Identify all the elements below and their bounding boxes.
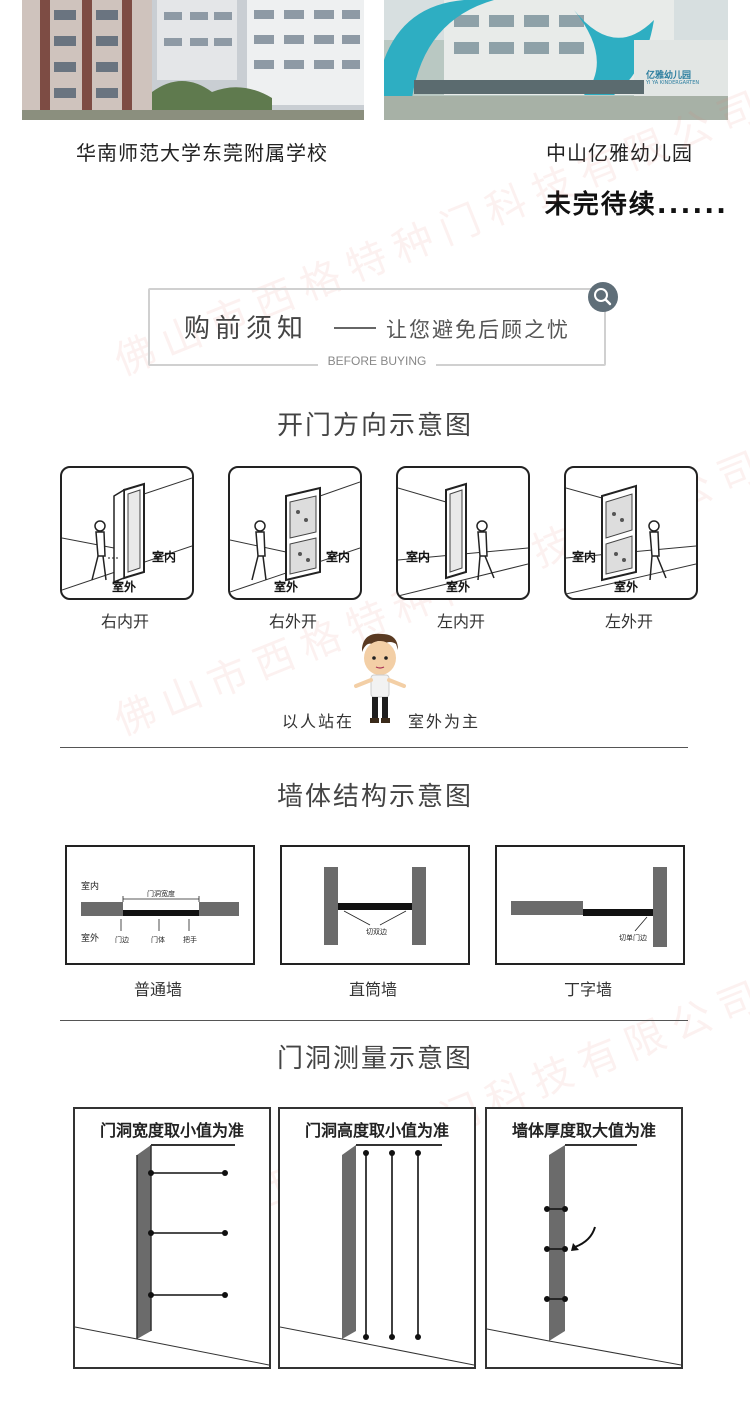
measure-title: 门洞高度取小值为准: [304, 1121, 449, 1140]
door-card-right-outward: 室内 室外: [228, 466, 362, 600]
measure-title: 门洞宽度取小值为准: [99, 1121, 244, 1140]
wall-outdoor-label: 室外: [81, 934, 100, 944]
measure-height-panel: 门洞高度取小值为准: [278, 1107, 476, 1369]
kindergarten-caption: 中山亿雅幼儿园: [546, 141, 693, 165]
kindergarten-sign-sub: YI YA KINDERGARTEN: [646, 80, 700, 86]
banner-english-wrap: BEFORE BUYING: [150, 354, 604, 368]
door-card-label: 右内开: [100, 612, 149, 631]
search-icon: [588, 282, 618, 312]
outdoor-label: 室外: [274, 580, 299, 594]
door-illustration: [62, 477, 192, 591]
wall-indoor-label: 室内: [81, 882, 100, 892]
door-card-label: 左外开: [604, 612, 653, 631]
indoor-label: 室内: [572, 550, 597, 564]
wall-part-label: 把手: [183, 936, 197, 944]
measure-width-panel: 门洞宽度取小值为准: [73, 1107, 271, 1369]
section-title-opening-measure: 门洞测量示意图: [276, 1044, 473, 1074]
to-be-continued: 未完待续......: [544, 190, 728, 220]
wall-label: 普通墙: [133, 980, 182, 999]
wall-label: 直筒墙: [348, 980, 397, 999]
door-card-label: 左内开: [436, 612, 485, 631]
section-divider: [60, 747, 688, 748]
measure-title: 墙体厚度取大值为准: [511, 1121, 656, 1140]
indoor-label: 室内: [406, 550, 431, 564]
banner-dash: [334, 327, 376, 329]
cartoon-person-icon: [350, 630, 410, 726]
outdoor-label: 室外: [112, 580, 137, 594]
kindergarten-photo: 亿雅幼儿园 YI YA KINDERGARTEN: [384, 0, 728, 120]
wall-label: 丁字墙: [563, 980, 612, 999]
wall-edge-note: 切双边: [366, 928, 387, 936]
indoor-label: 室内: [152, 550, 177, 564]
school-photo: [22, 0, 364, 120]
wall-diagram-straight: 切双边: [280, 845, 470, 965]
banner-english: BEFORE BUYING: [317, 354, 437, 368]
wall-width-mark: 门洞宽度: [147, 890, 175, 898]
section-title-door-direction: 开门方向示意图: [276, 411, 473, 441]
outdoor-label: 室外: [446, 580, 471, 594]
door-card-left-outward: 室内 室外: [564, 466, 698, 600]
stand-note-left: 以人站在: [282, 712, 355, 731]
banner-subtitle: 让您避免后顾之忧: [386, 318, 570, 342]
door-card-right-inward: 室内 室外: [60, 466, 194, 600]
section-title-wall-structure: 墙体结构示意图: [276, 782, 473, 812]
door-illustration: [230, 481, 360, 593]
wall-diagram-normal: 室内 室外 门洞宽度 门边 门体 把手: [65, 845, 255, 965]
wall-diagram-t-shaped: 切单门边: [495, 845, 685, 965]
wall-part-label: 门边: [115, 936, 129, 944]
wall-part-label: 门体: [151, 936, 165, 944]
stand-note-right: 室外为主: [408, 712, 481, 731]
door-card-left-inward: 室内 室外: [396, 466, 530, 600]
wall-edge-note: 切单门边: [619, 934, 647, 942]
kindergarten-sign: 亿雅幼儿园: [646, 71, 692, 81]
outdoor-label: 室外: [614, 580, 639, 594]
indoor-label: 室内: [326, 550, 351, 564]
section-divider: [60, 1020, 688, 1021]
door-illustration: [566, 484, 696, 595]
before-buying-banner: 购前须知 让您避免后顾之忧 BEFORE BUYING: [148, 282, 618, 368]
door-illustration: [398, 482, 528, 597]
measure-thickness-panel: 墙体厚度取大值为准: [485, 1107, 683, 1369]
door-card-label: 右外开: [268, 612, 317, 631]
banner-title: 购前须知: [184, 314, 309, 344]
school-caption: 华南师范大学东莞附属学校: [76, 141, 328, 165]
